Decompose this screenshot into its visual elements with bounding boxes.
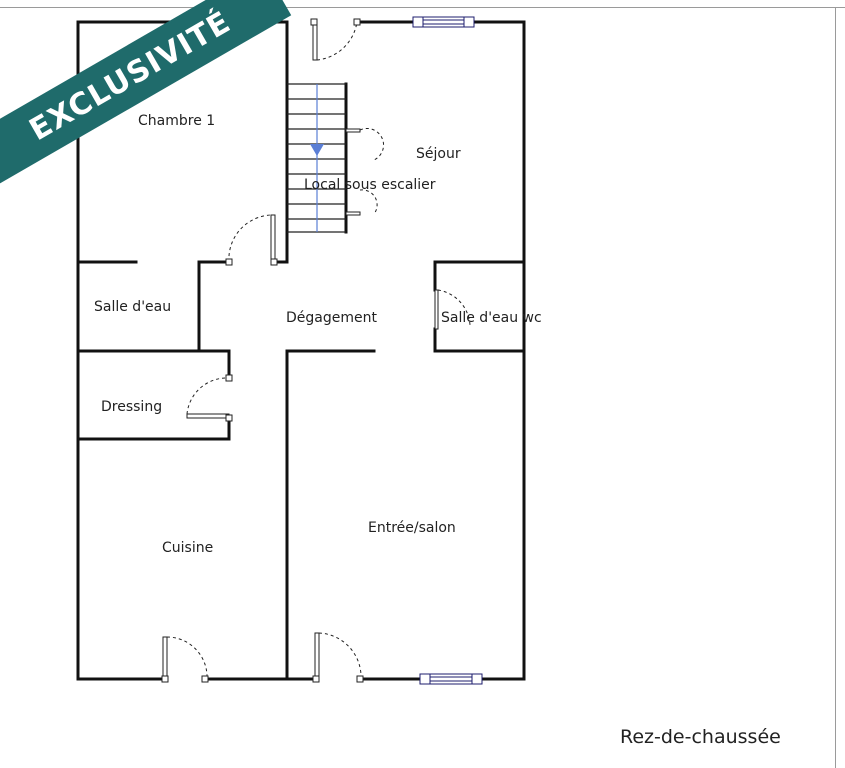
room-label-cuisine: Cuisine: [162, 540, 214, 556]
room-label-salle-d-eau: Salle d'eau: [94, 299, 172, 315]
room-label-degagement: Dégagement: [286, 310, 377, 326]
room-label-entree-salon: Entrée/salon: [368, 520, 456, 536]
walls: [76, 20, 526, 681]
room-label-chambre-1: Chambre 1: [138, 113, 216, 129]
room-label-dressing: Dressing: [101, 399, 163, 415]
frame-border-top: [0, 7, 845, 8]
room-label-sejour: Séjour: [416, 146, 461, 162]
windows: [412, 16, 483, 685]
room-label-local-sous-escalier: Local sous escalier: [304, 177, 436, 193]
room-label-salle-d-eau-wc: Salle d'eau wc: [441, 310, 542, 326]
stair-arrow: [310, 84, 324, 232]
level-label: Rez-de-chaussée: [620, 726, 781, 748]
door-hinges: [161, 18, 364, 683]
frame-border-right: [835, 7, 836, 768]
